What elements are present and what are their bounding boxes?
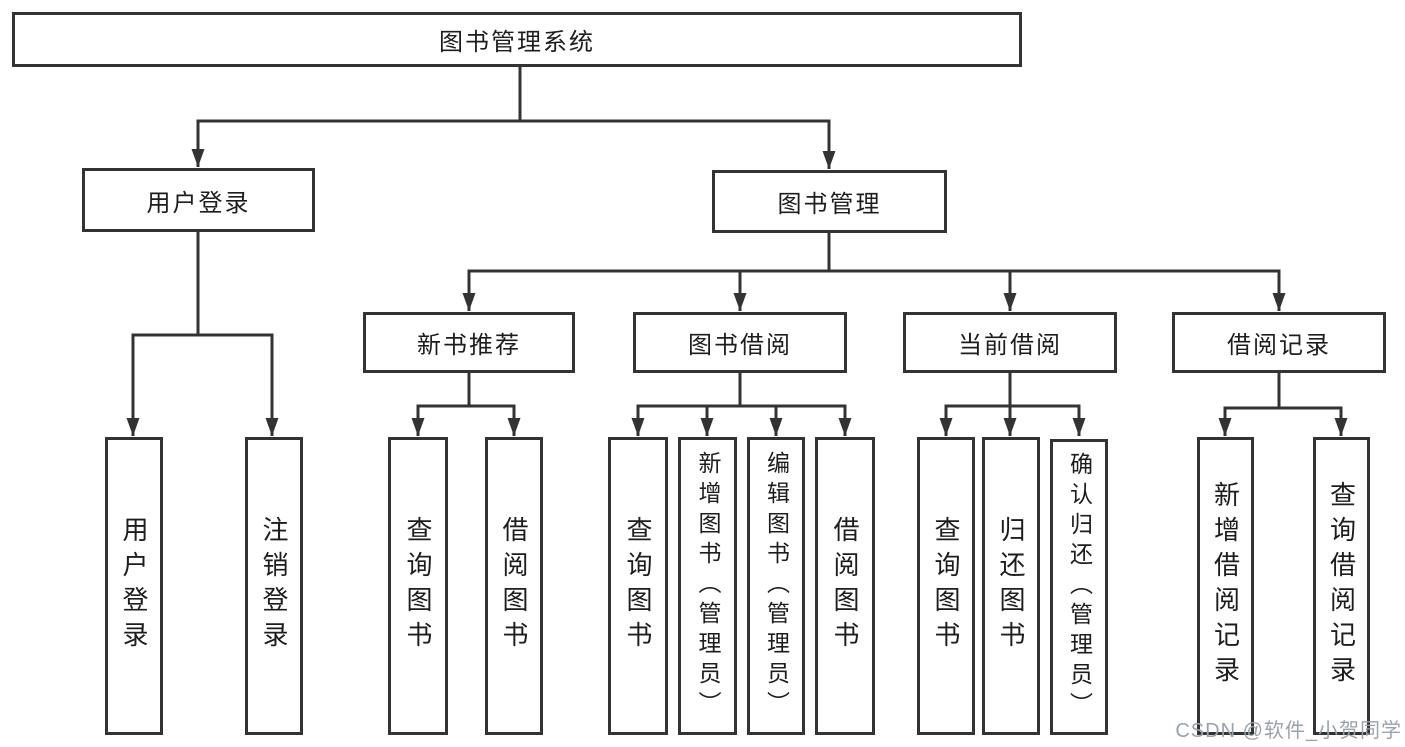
leaf-query-book-current: 查询图书	[917, 437, 975, 735]
leaf-query-borrow-record-label: 查询借阅记录	[1326, 481, 1357, 691]
node-user-login: 用户登录	[82, 168, 315, 232]
node-borrow-record-label: 借阅记录	[1227, 332, 1331, 359]
leaf-borrow-book: 借阅图书	[815, 437, 875, 735]
leaf-add-book-admin-label: 新增图书（管理员）	[695, 451, 721, 721]
leaf-user-login: 用户登录	[105, 437, 163, 735]
node-book-mgmt: 图书管理	[712, 170, 947, 233]
node-borrow-record: 借阅记录	[1172, 312, 1386, 373]
node-new-book-rec: 新书推荐	[363, 312, 575, 373]
leaf-add-borrow-record-label: 新增借阅记录	[1210, 481, 1241, 691]
leaf-query-book-borrow-label: 查询图书	[623, 516, 653, 656]
leaf-user-login-label: 用户登录	[119, 516, 149, 656]
leaf-query-book-borrow: 查询图书	[608, 437, 668, 735]
leaf-query-book-rec-label: 查询图书	[403, 516, 433, 656]
node-book-borrow-label: 图书借阅	[688, 332, 792, 359]
leaf-confirm-return-admin-label: 确认归还（管理员）	[1066, 452, 1093, 722]
leaf-edit-book-admin: 编辑图书（管理员）	[747, 437, 805, 735]
node-current-borrow: 当前借阅	[903, 312, 1117, 373]
leaf-query-book-rec: 查询图书	[388, 437, 448, 735]
node-user-login-label: 用户登录	[146, 189, 251, 217]
leaf-return-book: 归还图书	[982, 437, 1040, 735]
node-current-borrow-label: 当前借阅	[958, 332, 1062, 359]
leaf-logout: 注销登录	[245, 437, 303, 735]
leaf-add-book-admin: 新增图书（管理员）	[678, 437, 737, 735]
leaf-confirm-return-admin: 确认归还（管理员）	[1050, 439, 1108, 735]
leaf-borrow-book-rec-label: 借阅图书	[499, 516, 529, 656]
leaf-borrow-book-label: 借阅图书	[830, 516, 860, 656]
leaf-logout-label: 注销登录	[259, 516, 289, 656]
leaf-query-borrow-record: 查询借阅记录	[1313, 437, 1370, 735]
node-book-mgmt-label: 图书管理	[777, 191, 882, 218]
node-book-borrow: 图书借阅	[633, 312, 847, 373]
leaf-query-book-current-label: 查询图书	[931, 516, 961, 656]
node-root-label: 图书管理系统	[439, 29, 595, 56]
node-new-book-rec-label: 新书推荐	[417, 332, 521, 359]
leaf-add-borrow-record: 新增借阅记录	[1197, 437, 1254, 735]
leaf-borrow-book-rec: 借阅图书	[485, 437, 543, 735]
node-root: 图书管理系统	[12, 12, 1022, 67]
leaf-edit-book-admin-label: 编辑图书（管理员）	[763, 451, 790, 721]
leaf-return-book-label: 归还图书	[996, 516, 1026, 656]
csdn-watermark: CSDN @软件_小贺同学	[1175, 720, 1402, 742]
